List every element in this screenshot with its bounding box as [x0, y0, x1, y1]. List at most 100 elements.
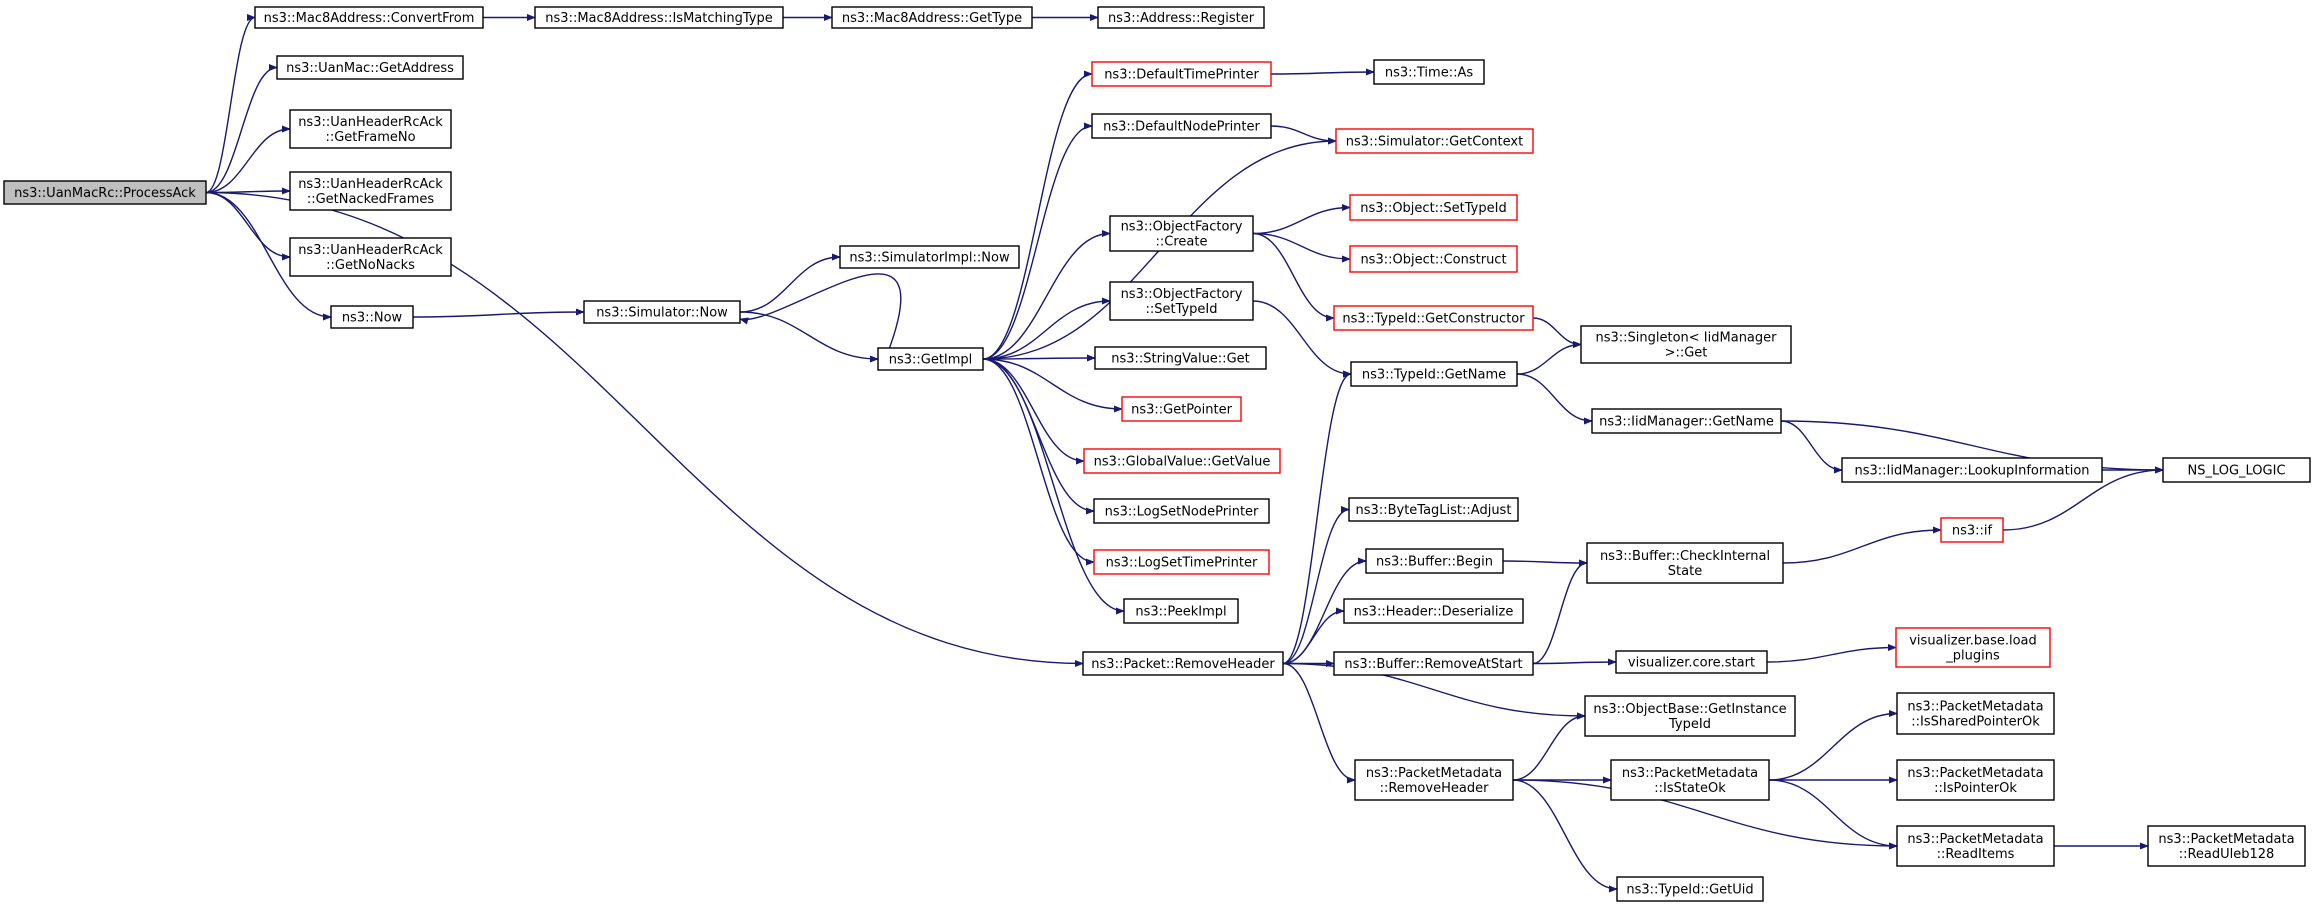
node-box	[1121, 396, 1242, 422]
edge-tidgetname-to-singleton	[1516, 340, 1582, 375]
node-tidgetname[interactable]: ns3::TypeId::GetName	[1350, 361, 1518, 387]
node-tidgetctor[interactable]: ns3::TypeId::GetConstructor	[1333, 305, 1534, 331]
node-getimpl[interactable]: ns3::GetImpl	[877, 347, 984, 371]
node-box	[2162, 457, 2311, 483]
node-box	[276, 55, 464, 80]
edge-line	[739, 311, 879, 363]
edge-line	[982, 358, 1125, 615]
node-label: _plugins	[1945, 649, 2000, 664]
node-objsettid[interactable]: ns3::Object::SetTypeId	[1349, 194, 1518, 221]
node-ofcreate[interactable]: ns3::ObjectFactory::Create	[1109, 215, 1254, 252]
node-pmread[interactable]: ns3::PacketMetadata::ReadItems	[1896, 825, 2055, 867]
node-lstp[interactable]: ns3::LogSetTimePrinter	[1093, 549, 1270, 575]
node-box	[289, 171, 452, 211]
node-simimplnow[interactable]: ns3::SimulatorImpl::Now	[839, 245, 1020, 269]
node-simnow[interactable]: ns3::Simulator::Now	[583, 300, 741, 324]
node-nsif[interactable]: ns3::if	[1940, 517, 2004, 543]
node-gvgetval[interactable]: ns3::GlobalValue::GetValue	[1083, 448, 1281, 474]
edge-iidgetname-to-iidlookup	[1780, 420, 1843, 474]
node-iidlookup[interactable]: ns3::IidManager::LookupInformation	[1841, 457, 2103, 483]
node-getptr[interactable]: ns3::GetPointer	[1121, 396, 1242, 422]
node-label: ns3::PacketMetadata	[1907, 832, 2043, 847]
node-dnp[interactable]: ns3::DefaultNodePrinter	[1091, 113, 1272, 139]
node-tidgetuid[interactable]: ns3::TypeId::GetUid	[1616, 876, 1764, 902]
node-label: ns3::GlobalValue::GetValue	[1094, 455, 1271, 470]
node-lsnp[interactable]: ns3::LogSetNodePrinter	[1093, 498, 1270, 524]
node-m8cf[interactable]: ns3::Mac8Address::ConvertFrom	[254, 6, 484, 29]
node-label: ns3::Buffer::Begin	[1376, 555, 1493, 570]
node-label: ns3::LogSetTimePrinter	[1106, 556, 1258, 571]
edge-line	[205, 191, 332, 321]
node-pmremhdr[interactable]: ns3::PacketMetadata::RemoveHeader	[1354, 759, 1514, 801]
edge-line	[1512, 779, 1618, 893]
edge-line	[1282, 370, 1352, 665]
node-iidgetname[interactable]: ns3::IidManager::GetName	[1591, 408, 1782, 434]
edge-tidgetname-to-iidgetname	[1516, 373, 1593, 425]
node-label: ns3::IidManager::LookupInformation	[1854, 464, 2089, 479]
node-visbase[interactable]: visualizer.base.load_plugins	[1895, 627, 2051, 668]
node-pmuleb[interactable]: ns3::PacketMetadata::ReadUleb128	[2147, 825, 2306, 867]
node-label: ns3::TypeId::GetConstructor	[1342, 312, 1525, 327]
node-box	[1123, 598, 1239, 624]
node-box	[1082, 651, 1284, 676]
node-pmisstate[interactable]: ns3::PacketMetadata::IsStateOk	[1610, 759, 1770, 801]
edge-viscore-to-visbase	[1766, 643, 1897, 663]
node-box	[1616, 876, 1764, 902]
node-pktremhdr[interactable]: ns3::Packet::RemoveHeader	[1082, 651, 1284, 676]
node-box	[1083, 448, 1281, 474]
node-ofsettid[interactable]: ns3::ObjectFactory::SetTypeId	[1109, 281, 1254, 321]
node-simctx[interactable]: ns3::Simulator::GetContext	[1335, 128, 1534, 154]
node-box	[839, 245, 1020, 269]
node-uangetaddr[interactable]: ns3::UanMac::GetAddress	[276, 55, 464, 80]
node-bufbegin[interactable]: ns3::Buffer::Begin	[1365, 548, 1504, 574]
node-label: ns3::if	[1952, 524, 1993, 539]
node-layer: ns3::UanMacRc::ProcessAck ns3::Mac8Addres…	[3, 6, 2311, 902]
edge-line	[205, 191, 291, 261]
node-label: ns3::DefaultTimePrinter	[1104, 68, 1259, 83]
node-singleton[interactable]: ns3::Singleton< IidManager>::Get	[1580, 325, 1792, 364]
node-peekimpl[interactable]: ns3::PeekImpl	[1123, 598, 1239, 624]
node-nslog[interactable]: NS_LOG_LOGIC	[2162, 457, 2311, 483]
edge-root-to-now	[205, 191, 332, 321]
edge-pmremhdr-to-objbase	[1512, 712, 1586, 781]
node-btladjust[interactable]: ns3::ByteTagList::Adjust	[1348, 497, 1519, 522]
node-viscore[interactable]: visualizer.core.start	[1615, 650, 1768, 674]
edge-simnow-to-simimplnow	[739, 253, 841, 313]
node-label: ns3::PacketMetadata	[1366, 766, 1502, 781]
node-box	[1896, 759, 2055, 801]
edge-line	[1532, 317, 1582, 349]
node-bufras[interactable]: ns3::Buffer::RemoveAtStart	[1333, 651, 1534, 676]
edge-bufras-to-bufcheck	[1532, 559, 1588, 665]
node-label: ::SetTypeId	[1145, 302, 1217, 317]
node-dtp[interactable]: ns3::DefaultTimePrinter	[1091, 61, 1272, 87]
node-pmisshared[interactable]: ns3::PacketMetadata::IsSharedPointerOk	[1896, 692, 2055, 735]
node-gfn[interactable]: ns3::UanHeaderRcAck::GetFrameNo	[289, 109, 452, 149]
node-box	[1841, 457, 2103, 483]
node-gnn[interactable]: ns3::UanHeaderRcAck::GetNoNacks	[289, 237, 452, 277]
node-now[interactable]: ns3::Now	[330, 305, 414, 329]
node-m8gt[interactable]: ns3::Mac8Address::GetType	[831, 6, 1033, 29]
node-label: ns3::Mac8Address::IsMatchingType	[545, 11, 772, 26]
node-label: ns3::TypeId::GetUid	[1626, 883, 1753, 898]
node-box	[831, 6, 1033, 29]
node-strget[interactable]: ns3::StringValue::Get	[1094, 346, 1267, 370]
node-label: ns3::UanMacRc::ProcessAck	[14, 186, 196, 201]
node-label: ns3::StringValue::Get	[1111, 352, 1249, 367]
edge-getimpl-to-peekimpl	[982, 358, 1125, 615]
edge-ofcreate-to-objsettid	[1252, 203, 1351, 235]
edge-line	[739, 273, 902, 353]
node-label: ns3::ByteTagList::Adjust	[1356, 503, 1512, 518]
node-hdrdeser[interactable]: ns3::Header::Deserialize	[1343, 598, 1524, 624]
edge-pktremhdr-to-tidgetname	[1282, 370, 1352, 665]
edge-line	[1270, 125, 1337, 145]
node-timeas[interactable]: ns3::Time::As	[1373, 59, 1485, 85]
node-label: ns3::Object::Construct	[1360, 253, 1506, 268]
node-addrreg[interactable]: ns3::Address::Register	[1097, 6, 1265, 29]
node-pmisptr[interactable]: ns3::PacketMetadata::IsPointerOk	[1896, 759, 2055, 801]
edge-simnow-to-getimpl	[739, 311, 879, 363]
node-m8imt[interactable]: ns3::Mac8Address::IsMatchingType	[534, 6, 784, 29]
node-objconstruct[interactable]: ns3::Object::Construct	[1349, 245, 1518, 273]
node-gnf[interactable]: ns3::UanHeaderRcAck::GetNackedFrames	[289, 171, 452, 211]
